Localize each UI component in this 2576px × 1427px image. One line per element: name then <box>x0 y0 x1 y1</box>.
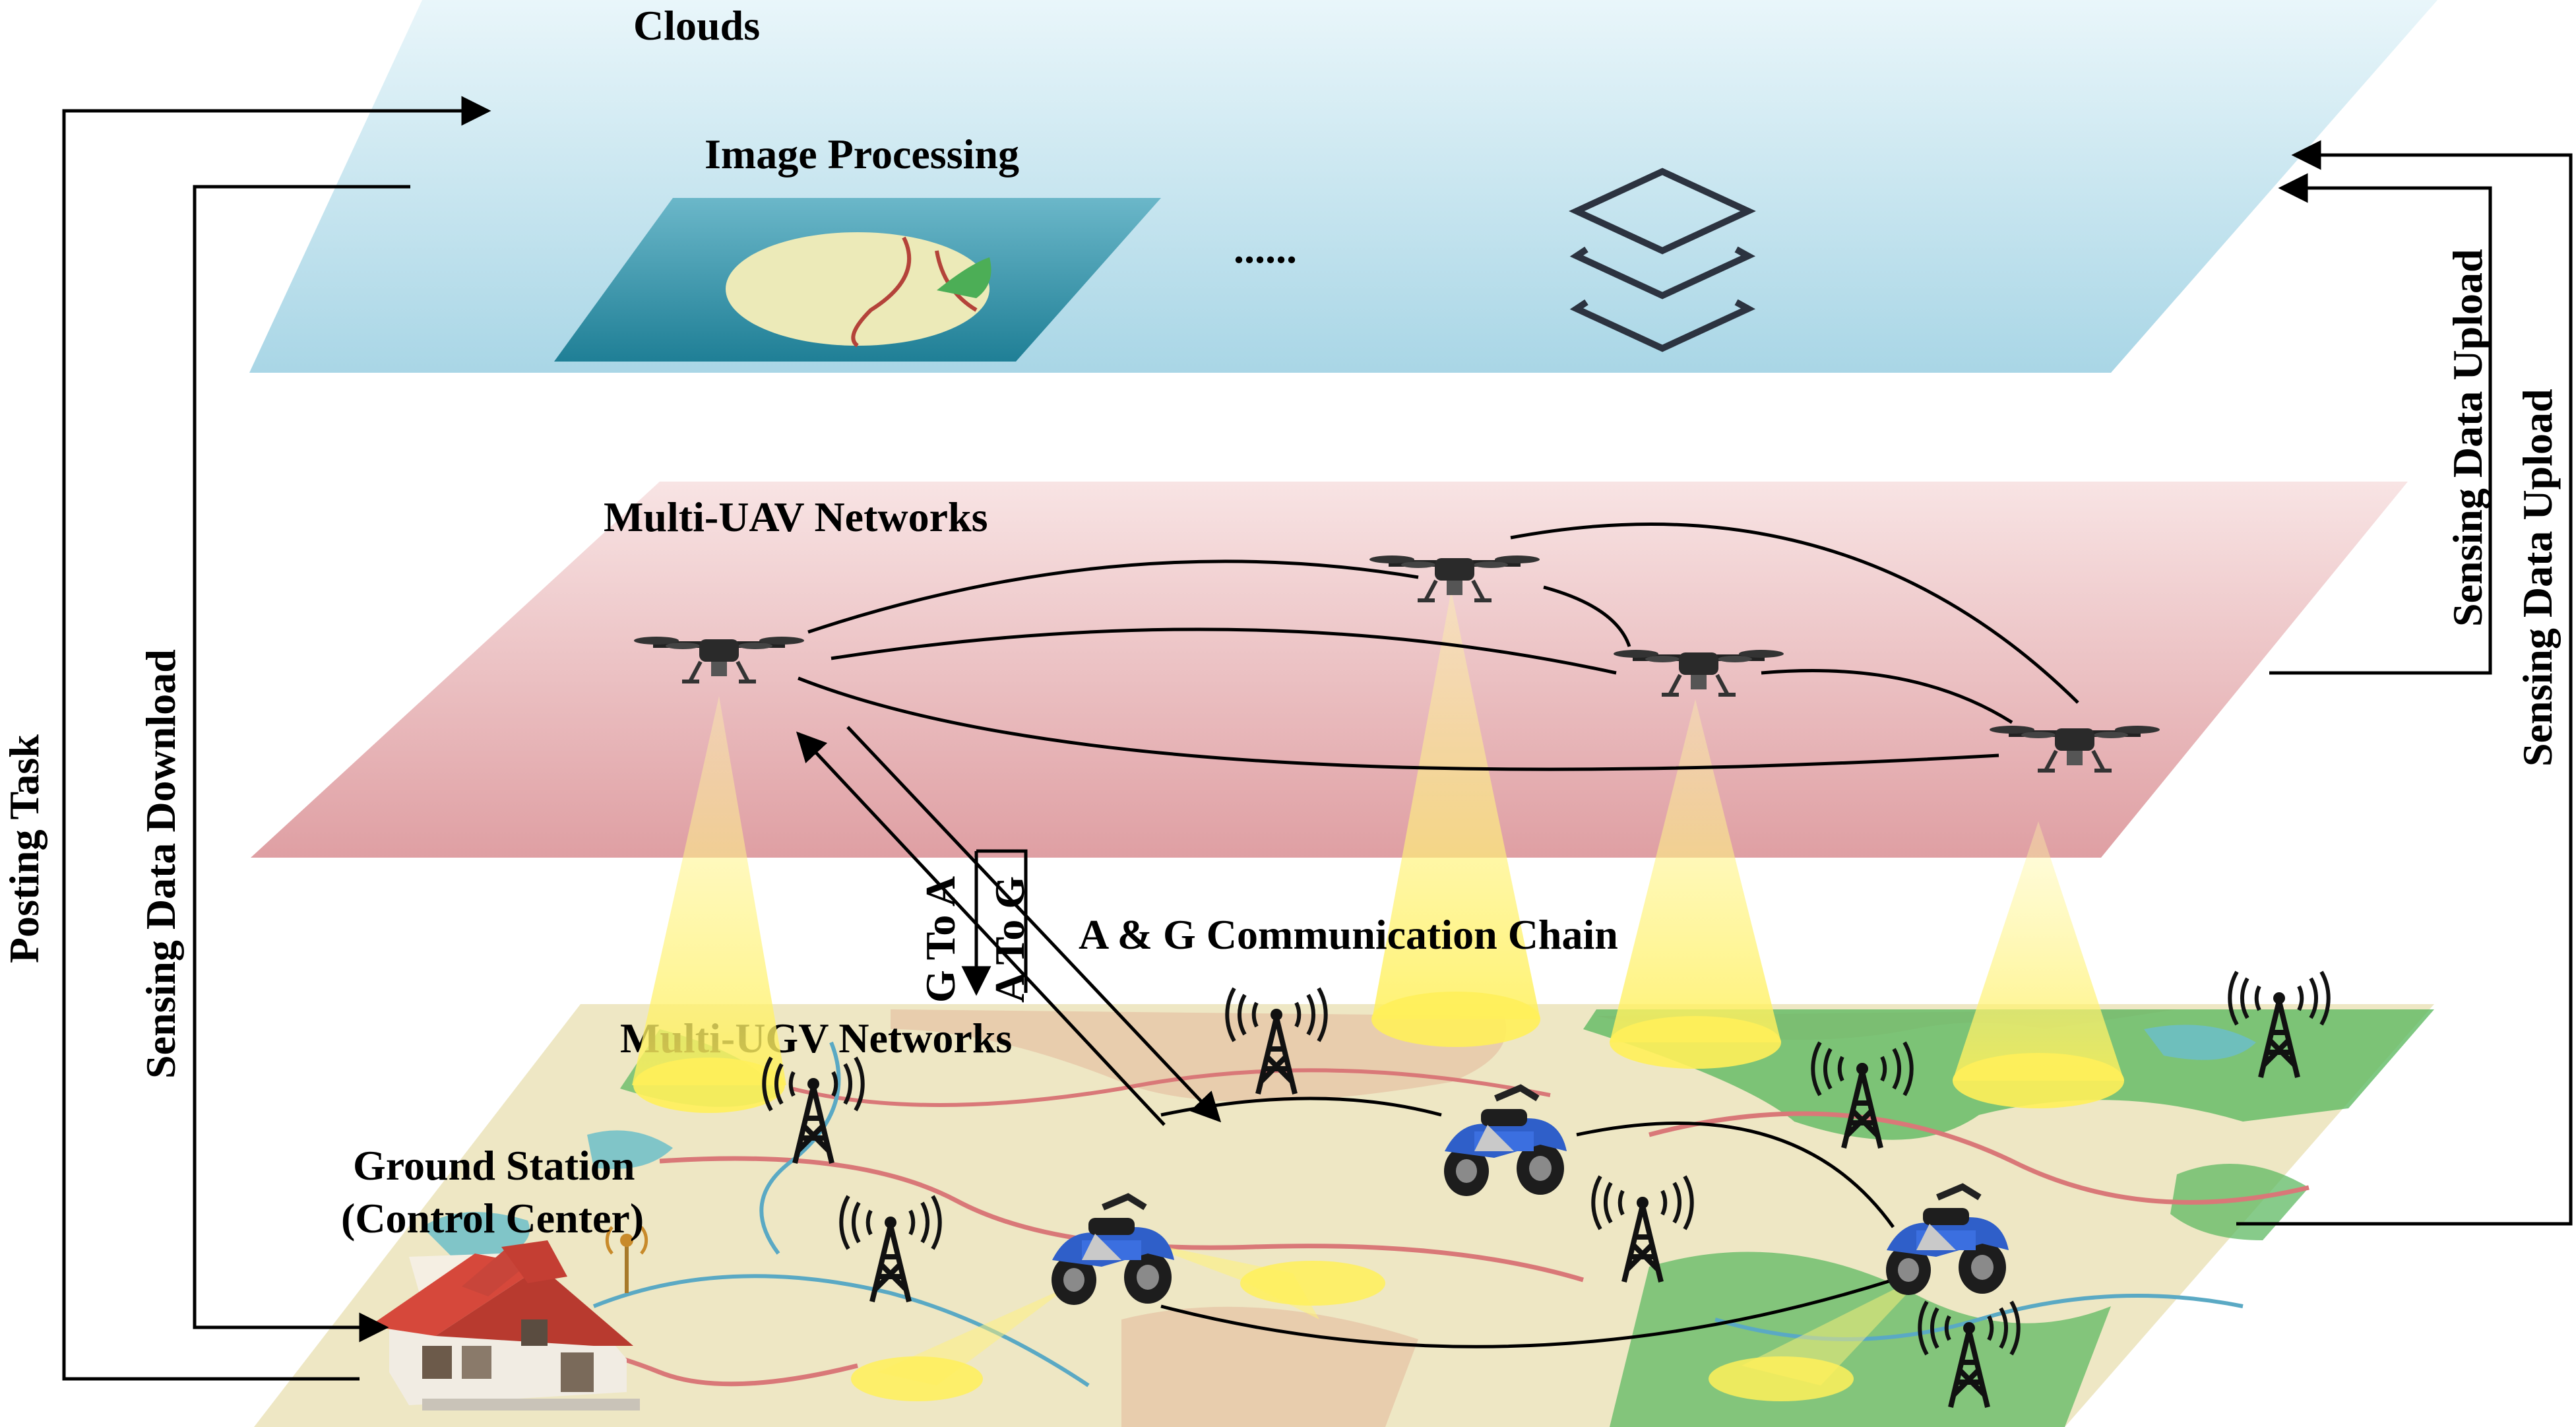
clouds-label: Clouds <box>633 2 760 49</box>
image-processing-label: Image Processing <box>705 131 1019 177</box>
uav-layer: Multi-UAV Networks <box>251 482 2408 858</box>
ag-chain-label: A & G Communication Chain <box>1079 911 1618 958</box>
layers-icon <box>1569 168 1756 352</box>
clouds-layer: Clouds Image Processing ...... <box>249 0 2437 373</box>
posting-task-label: Posting Task <box>1 734 47 963</box>
uav-links <box>798 522 2079 1348</box>
a-to-g-label: A To G <box>986 876 1033 1003</box>
sensing-upload-label: Sensing Data Upload <box>2444 249 2491 627</box>
ground-station-subtitle: (Control Center) <box>341 1195 644 1242</box>
g-to-a-label: G To A <box>917 876 964 1003</box>
ellipsis: ...... <box>1234 225 1297 272</box>
house-icon <box>369 1226 648 1411</box>
sensing-upload-label-2: Sensing Data Upload <box>2514 389 2561 767</box>
ag-communication-arrows <box>796 726 1222 1126</box>
flow-lines <box>62 96 2573 1381</box>
multi-uav-label: Multi-UAV Networks <box>604 493 988 540</box>
map-thumbnail-icon <box>554 198 1161 362</box>
ground-station-title: Ground Station <box>353 1142 635 1189</box>
sensing-beams <box>632 590 2124 1401</box>
sensing-download-label: Sensing Data Download <box>137 649 184 1079</box>
